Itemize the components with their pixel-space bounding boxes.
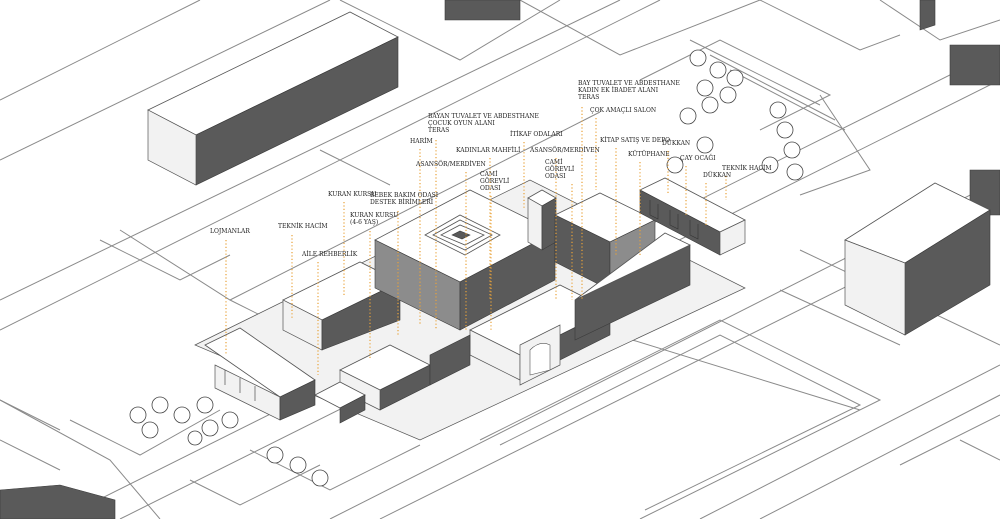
- label-text: (4-6 YAŞ): [350, 219, 378, 226]
- label-text: TERAS: [578, 94, 599, 101]
- label-aile-rehberlik: AİLE REHBERLİK: [301, 251, 358, 375]
- label-text: CAMİ: [545, 159, 563, 166]
- label-teknik-hacim-left: TEKNİK HACİM: [278, 223, 328, 320]
- tree-cluster-bottom-left: [129, 396, 329, 487]
- label-kuran-kursu: KURAN KURSU: [328, 191, 376, 295]
- label-text: ÇOCUK OYUN ALANI: [428, 120, 496, 127]
- label-text: BEBEK BAKIM ODASI: [370, 192, 439, 199]
- label-text: CAMİ: [480, 171, 498, 178]
- label-text: İTİKAF ODALARI: [510, 131, 563, 138]
- label-asansor-right: ASANSÖR/MERDİVEN: [529, 147, 600, 300]
- label-text: KURAN KURSU: [350, 212, 398, 219]
- label-itikaf-odalari: İTİKAF ODALARI: [510, 131, 563, 210]
- label-teknik-hacim-right: TEKNİK HACİM: [722, 165, 772, 200]
- label-text: KÜTÜPHANE: [628, 151, 670, 158]
- label-text: DÜKKAN: [703, 172, 731, 179]
- label-text: TEKNİK HACİM: [278, 223, 328, 230]
- label-text: GÖREVLİ: [480, 178, 510, 185]
- label-kitap-satis: KİTAP SATIŞ VE DEPO: [600, 137, 670, 255]
- label-kuran-kursu-4-6: KURAN KURSU(4-6 YAŞ): [350, 212, 398, 360]
- label-text: AİLE REHBERLİK: [301, 251, 358, 258]
- label-text: KİTAP SATIŞ VE DEPO: [600, 137, 670, 144]
- label-dukkan-right: DÜKKAN: [703, 172, 731, 225]
- label-asansor-left: ASANSÖR/MERDİVEN: [415, 161, 486, 330]
- label-cok-amacli: ÇOK AMAÇLI SALON: [590, 107, 656, 190]
- label-text: DESTEK BİRİMLERİ: [370, 199, 434, 206]
- label-kadinlar-mahfili: KADINLAR MAHFİLİ: [456, 147, 521, 300]
- trees: [129, 49, 804, 487]
- label-text: ODASI: [480, 185, 501, 192]
- tree-cluster-top-right: [666, 49, 804, 181]
- label-text: TEKNİK HACİM: [722, 165, 772, 172]
- label-text: HARİM: [410, 138, 433, 145]
- label-text: GÖREVLİ: [545, 166, 575, 173]
- label-text: ASANSÖR/MERDİVEN: [415, 161, 486, 168]
- label-text: BAY TUVALET VE ABDESTHANE: [578, 80, 680, 87]
- label-text: KADIN EK İBADET ALANI: [578, 87, 659, 94]
- label-text: KURAN KURSU: [328, 191, 376, 198]
- label-harim: HARİM: [410, 138, 433, 325]
- mosque-complex: [194, 177, 746, 441]
- label-text: BAYAN TUVALET VE ABDESTHANE: [428, 113, 539, 120]
- label-text: DÜKKAN: [662, 140, 690, 147]
- label-dukkan-top: DÜKKAN: [662, 140, 690, 195]
- label-text: ASANSÖR/MERDİVEN: [529, 147, 600, 154]
- label-text: LOJMANLAR: [210, 228, 250, 235]
- label-lojmanlar: LOJMANLAR: [210, 228, 250, 355]
- label-cay-ocagi: ÇAY OCAĞI: [680, 154, 716, 215]
- label-text: TERAS: [428, 127, 449, 134]
- label-text: ODASI: [545, 173, 566, 180]
- label-kutuphane: KÜTÜPHANE: [628, 151, 670, 255]
- label-text: ÇAY OCAĞI: [680, 154, 716, 162]
- label-text: KADINLAR MAHFİLİ: [456, 147, 521, 154]
- label-text: ÇOK AMAÇLI SALON: [590, 107, 656, 114]
